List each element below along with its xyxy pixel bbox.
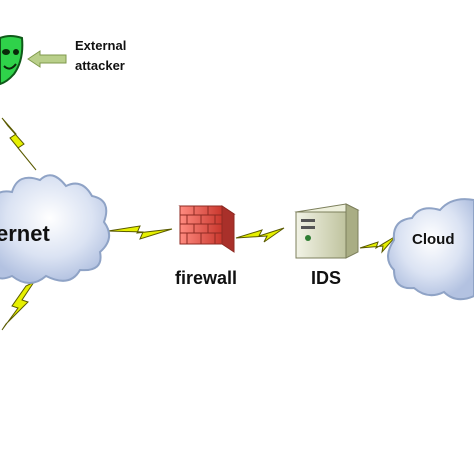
bolt-internet-firewall [107, 225, 173, 240]
firewall-node: firewall [175, 205, 237, 288]
lightning-bolt-icon [235, 227, 285, 243]
cloud-icon [387, 198, 474, 301]
lightning-bolt-icon [1, 117, 37, 171]
lightning-bolt-icon [1, 280, 36, 331]
external-attacker: External attacker [0, 35, 126, 86]
cloud-node: Cloud [387, 198, 474, 301]
firewall-label: firewall [175, 268, 237, 288]
lightning-bolt-icon [107, 225, 173, 240]
brick-wall-icon [178, 205, 236, 253]
ids-node: IDS [294, 203, 360, 288]
internet-cloud: ernet [0, 174, 111, 284]
attacker-label-line1: External [75, 38, 126, 53]
cloud-icon [0, 174, 111, 284]
attacker-label-line2: attacker [75, 58, 125, 73]
green-mask-icon [0, 35, 24, 86]
ids-label: IDS [311, 268, 341, 288]
bolt-attacker-internet [1, 117, 37, 171]
bolt-firewall-ids [235, 227, 285, 243]
bolt-internet-lower [1, 280, 36, 331]
cloud-label: Cloud [412, 231, 455, 248]
server-icon [294, 203, 360, 259]
arrow-icon [27, 50, 67, 68]
internet-label: ernet [0, 221, 50, 246]
